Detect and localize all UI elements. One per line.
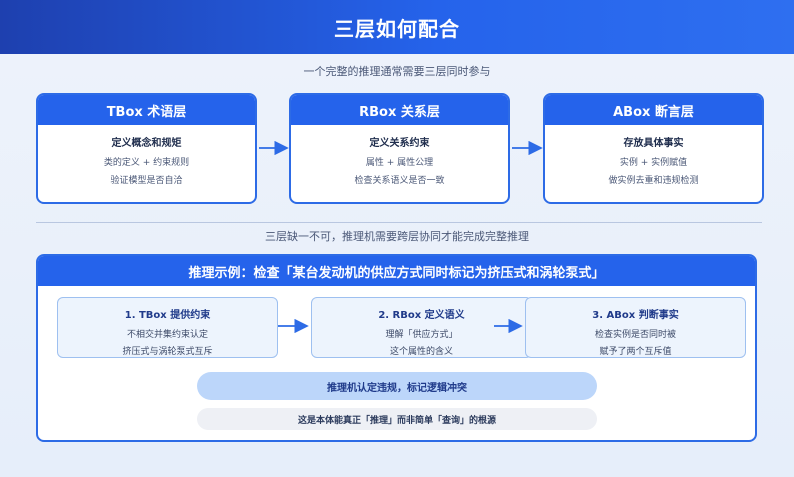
rbox-card: RBox 关系层 定义关系约束 属性 + 属性公理 检查关系语义是否一致 — [289, 93, 510, 204]
step-title: 1. TBox 提供约束 — [124, 310, 211, 321]
step-line: 不相交并集约束认定 — [126, 330, 208, 340]
step-line: 检查实例是否同时被 — [594, 330, 676, 340]
tbox-card-summary: 定义概念和规矩 — [111, 138, 182, 149]
rbox-card-header: RBox 关系层 — [291, 95, 508, 125]
step-line: 这个属性的含义 — [389, 347, 453, 357]
step-card-3: 3. ABox 判断事实 检查实例是否同时被 赋予了两个互斥值 — [525, 297, 746, 358]
rbox-card-line: 检查关系语义是否一致 — [354, 176, 445, 186]
step-title: 3. ABox 判断事实 — [592, 310, 679, 321]
step-line: 挤压式与涡轮泵式互斥 — [122, 347, 213, 357]
conclusion-pill: 推理机认定违规，标记逻辑冲突 — [197, 372, 597, 400]
step-title: 2. RBox 定义语义 — [378, 310, 465, 321]
abox-card-header: ABox 断言层 — [545, 95, 762, 125]
footnote-pill: 这是本体能真正「推理」而非简单「查询」的根源 — [197, 408, 597, 430]
title-bar: 三层如何配合 — [0, 0, 794, 54]
example-title: 推理示例：检查「某台发动机的供应方式同时标记为挤压式和涡轮泵式」 — [38, 256, 755, 286]
step-line: 理解「供应方式」 — [385, 330, 458, 340]
subtitle-mid: 三层缺一不可，推理机需要跨层协同才能完成完整推理 — [265, 230, 529, 243]
abox-card: ABox 断言层 存放具体事实 实例 + 实例赋值 做实例去重和违规检测 — [543, 93, 764, 204]
tbox-card-line: 验证模型是否自洽 — [110, 176, 183, 186]
subtitle-top: 一个完整的推理通常需要三层同时参与 — [303, 65, 491, 78]
tbox-card-header: TBox 术语层 — [38, 95, 255, 125]
step-card-1: 1. TBox 提供约束 不相交并集约束认定 挤压式与涡轮泵式互斥 — [57, 297, 278, 358]
section-divider — [36, 222, 762, 223]
example-panel: 推理示例：检查「某台发动机的供应方式同时标记为挤压式和涡轮泵式」 1. TBox… — [36, 254, 757, 442]
abox-card-line: 做实例去重和违规检测 — [608, 176, 699, 186]
step-card-2: 2. RBox 定义语义 理解「供应方式」 这个属性的含义 — [311, 297, 532, 358]
abox-card-line: 实例 + 实例赋值 — [619, 158, 688, 168]
page-title: 三层如何配合 — [334, 16, 460, 41]
tbox-card: TBox 术语层 定义概念和规矩 类的定义 + 约束规则 验证模型是否自洽 — [36, 93, 257, 204]
rbox-card-summary: 定义关系约束 — [369, 138, 430, 149]
rbox-card-line: 属性 + 属性公理 — [365, 158, 434, 168]
step-line: 赋予了两个互斥值 — [599, 347, 672, 357]
tbox-card-line: 类的定义 + 约束规则 — [103, 158, 190, 168]
abox-card-summary: 存放具体事实 — [623, 138, 684, 149]
